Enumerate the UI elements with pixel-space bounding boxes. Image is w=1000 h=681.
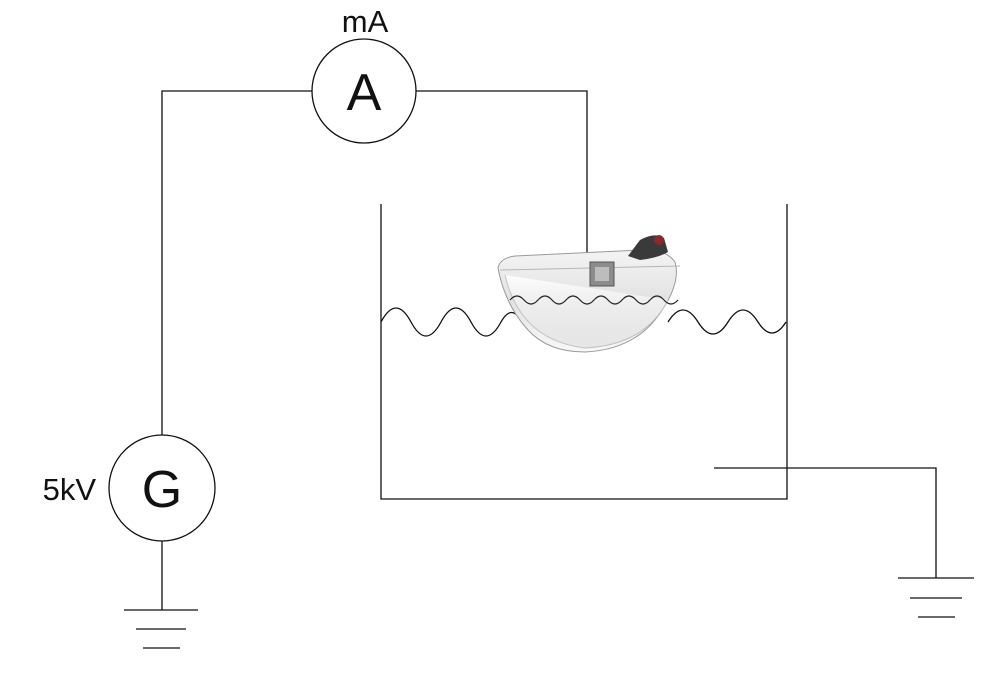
ammeter: A mA	[311, 4, 417, 144]
water-tank	[380, 204, 788, 500]
ground-icon	[124, 609, 198, 649]
generator-circle	[108, 434, 216, 542]
generator-symbol: G	[142, 461, 182, 519]
ground-icon	[898, 577, 974, 618]
ammeter-symbol: A	[347, 64, 382, 122]
water-surface-right	[667, 309, 787, 335]
wire-generator-to-ammeter	[161, 90, 312, 436]
generator-voltage-label: 5kV	[43, 472, 97, 507]
circuit-wires	[161, 90, 937, 610]
ammeter-circle	[311, 38, 417, 144]
wire-ammeter-to-electrode	[416, 90, 588, 285]
helmet-image	[497, 235, 681, 353]
generator: G 5kV	[43, 434, 216, 542]
water-surface-left	[380, 307, 522, 337]
ammeter-unit-label: mA	[342, 4, 389, 39]
wire-tank-to-ground	[714, 467, 937, 578]
